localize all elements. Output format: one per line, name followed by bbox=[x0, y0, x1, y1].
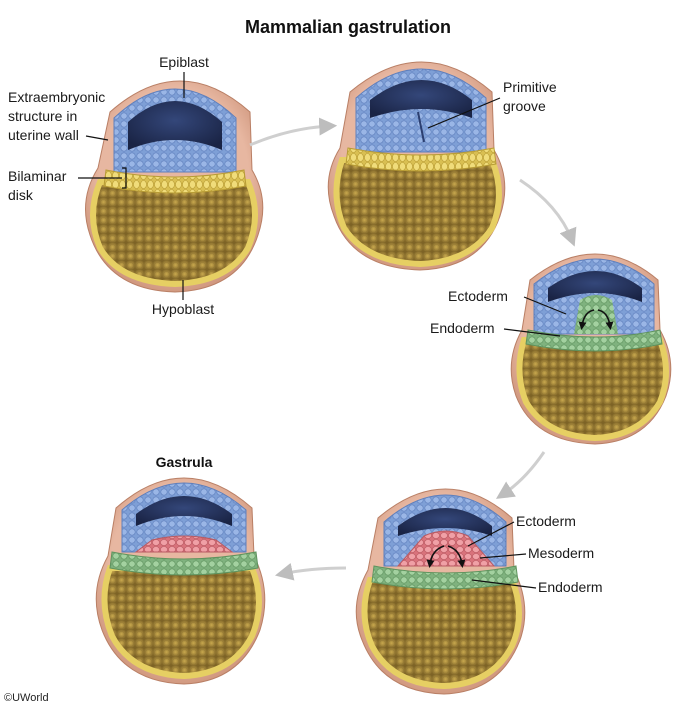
ingress-arrow-left bbox=[426, 545, 445, 568]
leader-extraembryonic bbox=[85, 135, 109, 141]
amniotic-cavity bbox=[128, 101, 222, 150]
stage-mesoderm-formation: Ectoderm Mesoderm Endoderm bbox=[355, 488, 603, 695]
label-ectoderm: Ectoderm bbox=[448, 288, 508, 304]
amniotic-cavity bbox=[548, 271, 642, 302]
leader-bilaminar bbox=[78, 167, 127, 189]
endoderm-layer bbox=[525, 329, 663, 352]
stage-primitive-groove: Primitive groove bbox=[327, 61, 557, 271]
yolk-sac bbox=[90, 179, 258, 288]
label-mesoderm: Mesoderm bbox=[528, 545, 594, 561]
stage-endoderm-formation: Ectoderm Endoderm bbox=[430, 253, 672, 445]
label-extraembryonic-3: uterine wall bbox=[8, 127, 79, 143]
amniotic-cavity bbox=[136, 496, 232, 526]
copyright-notice: ©UWorld bbox=[4, 692, 49, 704]
hypoblast-layer bbox=[103, 169, 247, 194]
label-bilaminar-2: disk bbox=[8, 187, 34, 203]
label-gastrula: Gastrula bbox=[156, 454, 213, 470]
endoderm-layer bbox=[109, 551, 259, 576]
mesoderm-layer bbox=[134, 535, 234, 553]
leader-endoderm bbox=[503, 328, 561, 337]
primitive-groove-line bbox=[417, 111, 425, 143]
ingress-arrow-right bbox=[597, 309, 614, 330]
label-hypoblast: Hypoblast bbox=[152, 301, 214, 317]
yolk-sac bbox=[516, 337, 669, 442]
leader-mesoderm bbox=[479, 553, 527, 559]
ingress-arrow-right bbox=[447, 545, 466, 568]
ingressing-cells bbox=[574, 295, 618, 334]
leader-primitive-groove bbox=[427, 97, 501, 129]
leader-ectoderm bbox=[523, 296, 567, 315]
diagram-title: Mammalian gastrulation bbox=[245, 17, 451, 37]
label-extraembryonic-2: structure in bbox=[8, 108, 77, 124]
amniotic-cavity bbox=[398, 508, 492, 536]
hypoblast-layer bbox=[345, 147, 497, 172]
yolk-sac bbox=[361, 577, 522, 690]
leader-endoderm bbox=[471, 579, 537, 589]
label-ectoderm: Ectoderm bbox=[516, 513, 576, 529]
label-primitive-2: groove bbox=[503, 98, 546, 114]
epiblast-layer bbox=[121, 482, 247, 553]
endoderm-layer bbox=[371, 565, 519, 590]
label-endoderm: Endoderm bbox=[538, 579, 603, 595]
flow-arrow-2 bbox=[519, 178, 577, 247]
flow-arrow-3 bbox=[495, 451, 546, 499]
stage-gastrula: Gastrula bbox=[95, 454, 266, 685]
label-bilaminar-1: Bilaminar bbox=[8, 168, 67, 184]
leader-ectoderm bbox=[467, 521, 515, 547]
amniotic-cavity bbox=[370, 80, 472, 118]
label-primitive-1: Primitive bbox=[503, 79, 557, 95]
label-extraembryonic-1: Extraembryonic bbox=[8, 89, 105, 105]
flow-arrow-1 bbox=[249, 117, 338, 147]
yolk-sac bbox=[101, 565, 262, 680]
yolk-sac bbox=[333, 157, 502, 268]
label-epiblast: Epiblast bbox=[159, 54, 209, 70]
stage-bilaminar: Epiblast Extraembryonic structure in ute… bbox=[8, 54, 264, 317]
ingress-arrow-left bbox=[578, 309, 595, 330]
label-endoderm: Endoderm bbox=[430, 320, 495, 336]
mesoderm-layer bbox=[396, 530, 496, 567]
flow-arrow-4 bbox=[274, 562, 347, 581]
